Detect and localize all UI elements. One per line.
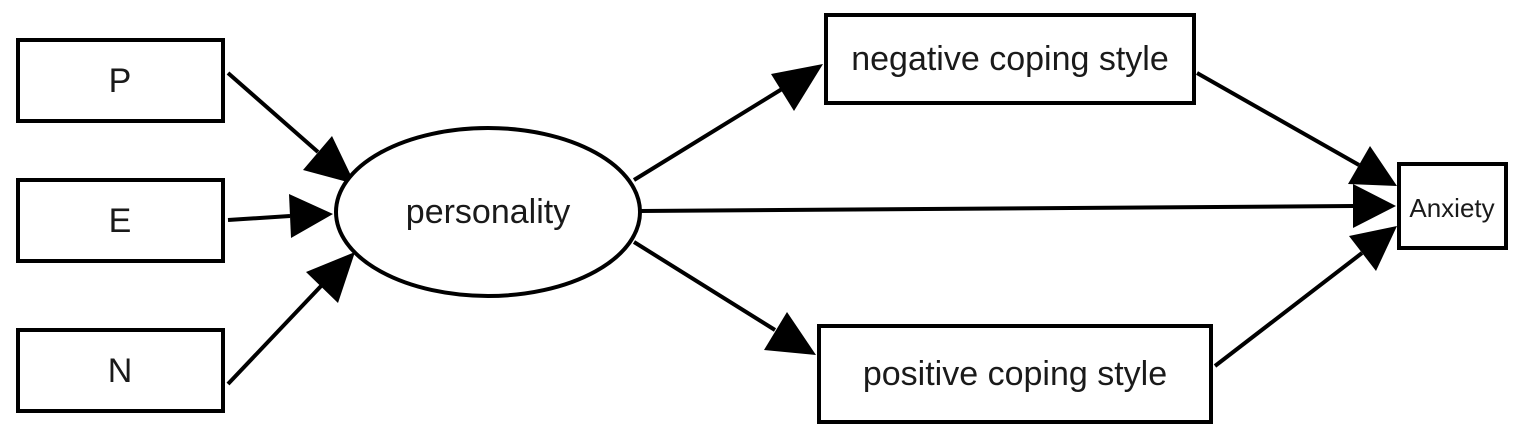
node-p: P: [16, 38, 225, 123]
node-p-label: P: [109, 62, 132, 100]
edges: [226, 64, 1397, 386]
node-anxiety-label: Anxiety: [1409, 193, 1494, 223]
node-e-label: E: [109, 202, 132, 240]
node-negative-coping-style: negative coping style: [824, 13, 1196, 105]
node-n: N: [16, 328, 225, 413]
node-e: E: [16, 178, 225, 263]
node-negative-coping-style-label: negative coping style: [851, 40, 1169, 78]
edge-negative-coping-to-anxiety: [1196, 71, 1397, 186]
edge-personality-to-negative-coping: [632, 64, 823, 182]
edge-e-to-personality: [227, 194, 333, 238]
edge-personality-to-positive-coping: [632, 240, 816, 355]
edge-positive-coping-to-anxiety: [1213, 226, 1397, 368]
node-personality: personality: [334, 126, 642, 298]
node-personality-label: personality: [406, 193, 570, 231]
node-n-label: N: [108, 352, 133, 390]
node-anxiety: Anxiety: [1397, 162, 1508, 250]
edge-personality-to-anxiety: [639, 184, 1396, 228]
node-positive-coping-style: positive coping style: [817, 324, 1213, 424]
node-positive-coping-style-label: positive coping style: [863, 355, 1167, 393]
edge-p-to-personality: [226, 71, 355, 184]
edge-n-to-personality: [226, 252, 355, 386]
